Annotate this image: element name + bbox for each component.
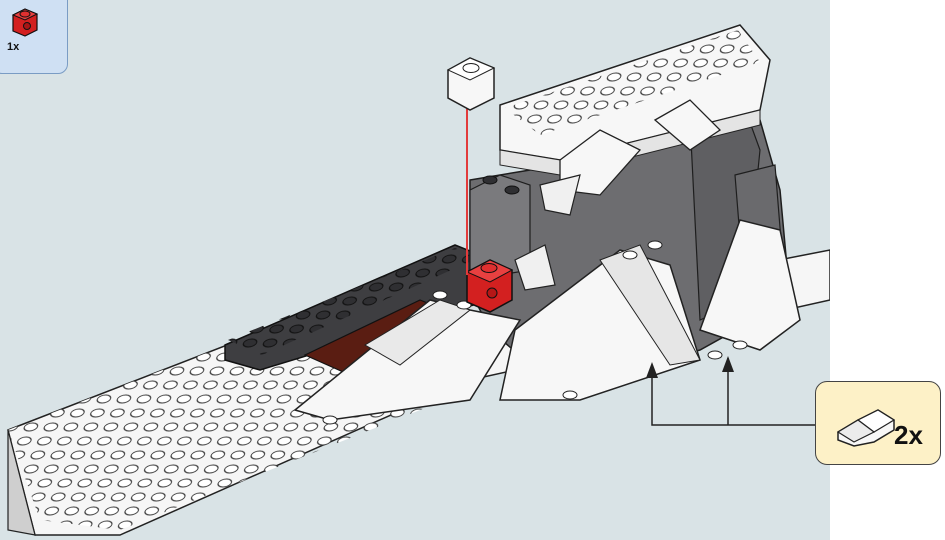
white-slope-brick-icon	[836, 409, 896, 447]
parts-needed-callout: 1x	[0, 0, 68, 74]
parts-quantity: 1x	[7, 41, 20, 53]
white-slopes	[293, 99, 801, 425]
red-brick-new-part	[465, 259, 514, 313]
subassembly-quantity: 2x	[894, 420, 923, 450]
instruction-canvas	[0, 0, 830, 540]
subassembly-callout: 2x	[815, 381, 941, 465]
callout-pointer-lines	[646, 356, 830, 426]
placement-guide	[446, 57, 496, 275]
build-illustration	[7, 24, 830, 536]
red-brick-with-side-stud-icon	[11, 8, 39, 37]
